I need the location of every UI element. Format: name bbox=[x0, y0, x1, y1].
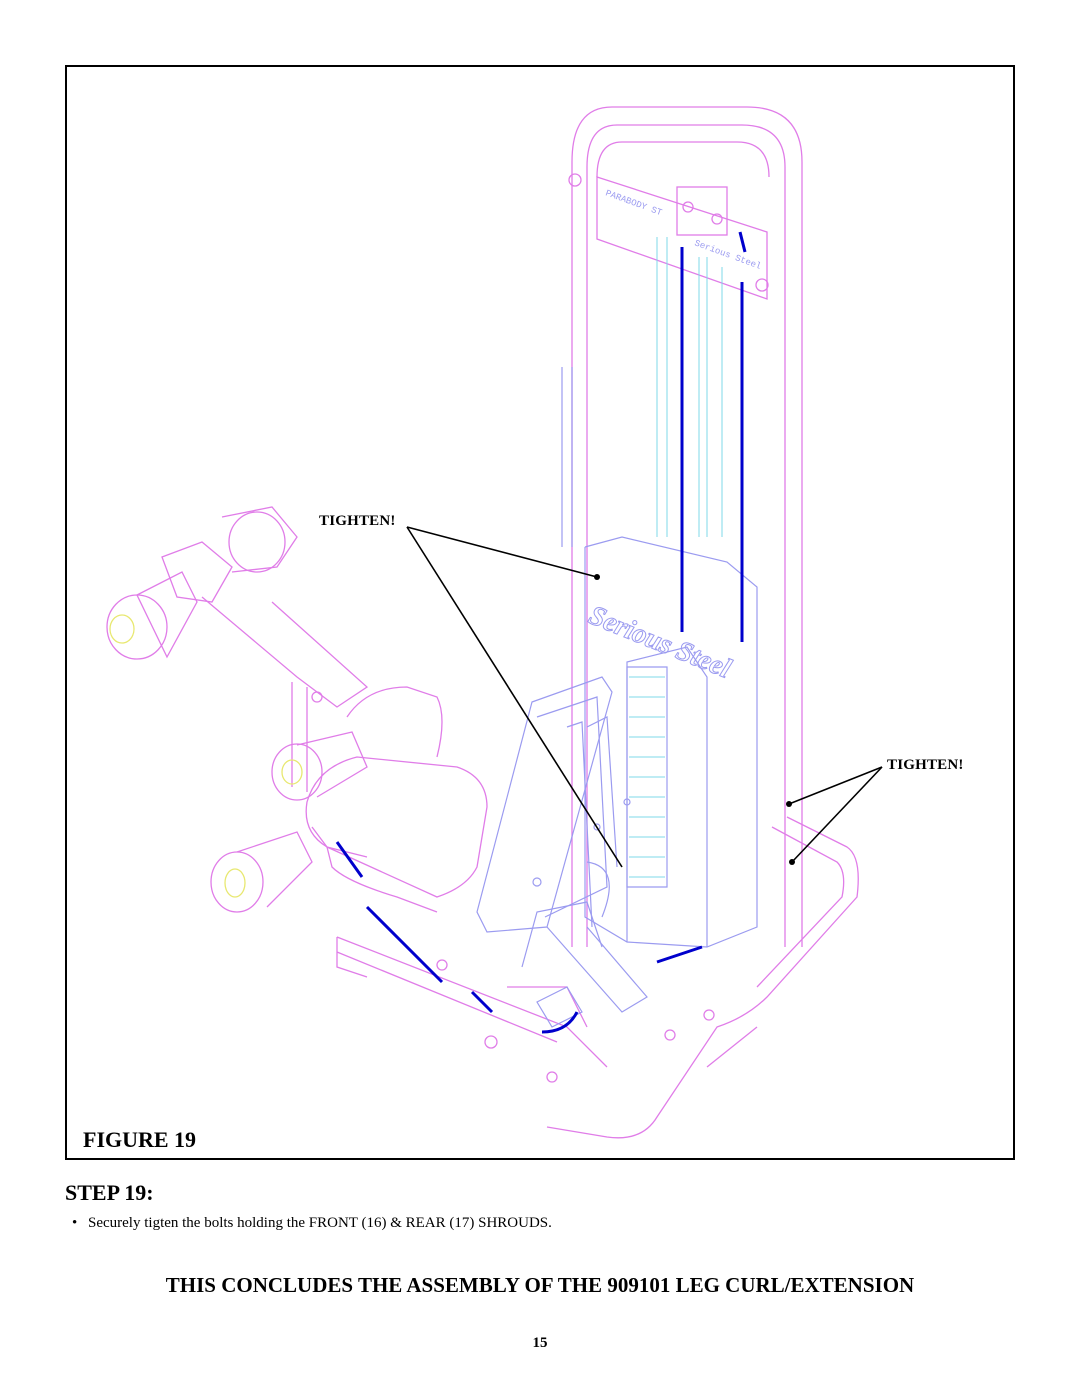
cable-low-4 bbox=[470, 990, 494, 1014]
upright-frame-outer bbox=[571, 106, 803, 947]
top-plate-lettering-2: Serious Steel bbox=[693, 238, 762, 271]
callout-tighten-right: TIGHTEN! bbox=[887, 757, 964, 773]
base-rail-left bbox=[336, 936, 608, 1068]
conclusion-heading: THIS CONCLUDES THE ASSEMBLY OF THE 90910… bbox=[165, 1273, 915, 1297]
upper-roller-right bbox=[228, 511, 286, 573]
top-plate bbox=[596, 176, 768, 300]
base-rail-right bbox=[546, 816, 859, 1139]
top-plate-lettering: PARABODY ST bbox=[604, 188, 664, 218]
step-instruction: • Securely tigten the bolts holding the F… bbox=[72, 1215, 552, 1232]
leg-curl-extension-drawing: Serious Steel PARABODY ST Serious Steel bbox=[106, 106, 883, 1139]
cable-low-3 bbox=[656, 945, 703, 964]
step-heading: STEP 19: bbox=[65, 1180, 154, 1205]
upper-arm bbox=[201, 596, 369, 708]
cable-low-5 bbox=[541, 1011, 579, 1034]
step-instruction-text: Securely tigten the bolts holding the FR… bbox=[88, 1215, 552, 1231]
weight-stack bbox=[626, 666, 668, 888]
callout-line-right-top bbox=[788, 766, 883, 805]
callout-line-right-bottom bbox=[791, 766, 883, 863]
lower-roller-left bbox=[210, 851, 264, 913]
callout-tighten-left: TIGHTEN! bbox=[319, 513, 396, 529]
figure-caption: FIGURE 19 bbox=[83, 1127, 197, 1152]
seat-pad bbox=[305, 756, 488, 898]
upper-roller-left bbox=[106, 594, 168, 660]
cable-low-1 bbox=[365, 905, 444, 984]
cable-low-2 bbox=[335, 841, 364, 878]
callout-line-shroud-bolt bbox=[406, 526, 598, 578]
figure-frame: Serious Steel PARABODY ST Serious Steel … bbox=[65, 65, 1015, 1160]
rear-shroud bbox=[584, 536, 758, 647]
back-pad bbox=[346, 686, 443, 758]
front-shroud bbox=[584, 547, 758, 948]
frame-bolts bbox=[311, 173, 769, 1083]
bullet-glyph: • bbox=[72, 1215, 78, 1231]
shroud-brand-lettering: Serious Steel bbox=[584, 600, 735, 685]
page-number: 15 bbox=[532, 1335, 548, 1351]
callout-line-stack bbox=[406, 526, 623, 868]
upright-frame-inner bbox=[586, 124, 786, 947]
